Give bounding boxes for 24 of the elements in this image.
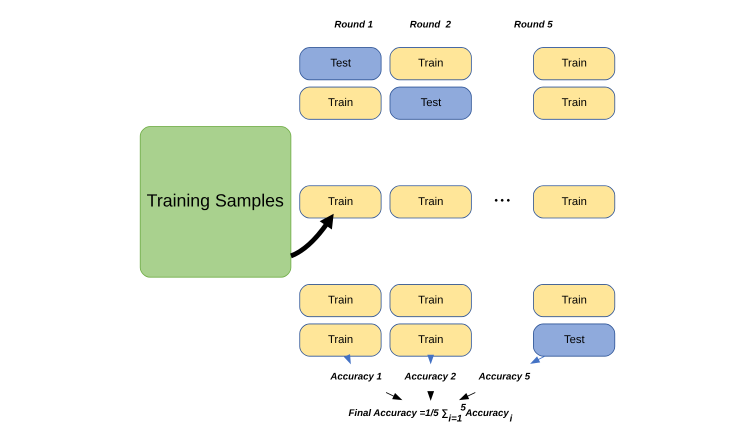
- node-box: Train: [299, 185, 382, 218]
- label: • • •: [494, 196, 510, 207]
- arrow: [290, 214, 334, 258]
- node-text: Accuracy 2: [404, 372, 456, 383]
- node-box: Train: [533, 284, 616, 318]
- node-box: Test: [390, 86, 472, 120]
- node-box: Train: [299, 86, 382, 120]
- node-box: Train: [533, 185, 616, 218]
- arrow: [458, 392, 476, 400]
- node-box: Test: [299, 47, 382, 80]
- node-box: Train: [299, 284, 382, 318]
- node-box: Train: [390, 284, 472, 318]
- node-box: Train: [390, 47, 472, 80]
- node-box: Train: [533, 47, 616, 80]
- label: Round 5: [514, 20, 553, 31]
- arrow: [386, 392, 402, 400]
- label: Round 2: [410, 20, 452, 31]
- node-box: Train: [533, 86, 616, 120]
- node-box: Training Samples: [140, 126, 292, 278]
- node-text: Accuracy 5: [478, 372, 530, 383]
- node-box: Train: [390, 185, 472, 218]
- node-text: Accuracy 1: [330, 372, 382, 383]
- node-box: Test: [533, 324, 616, 357]
- label: Round 1: [334, 20, 374, 31]
